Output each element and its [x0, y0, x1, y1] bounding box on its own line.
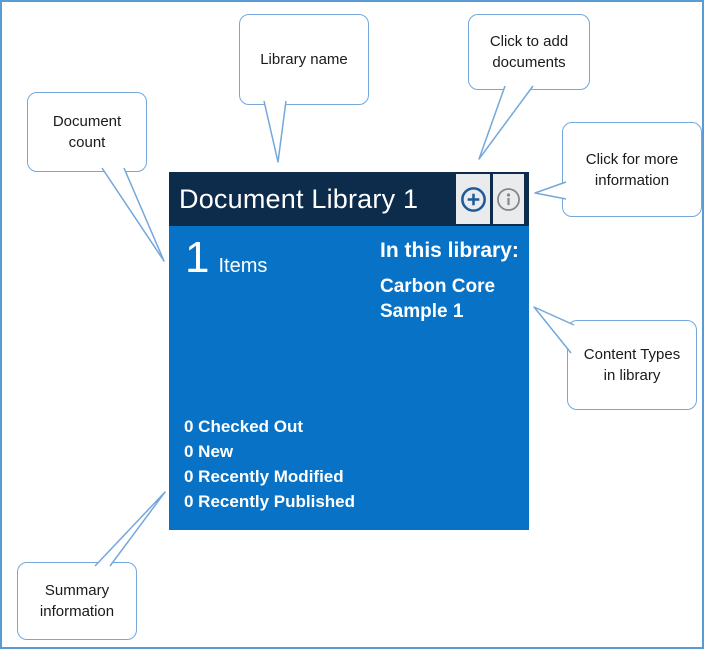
tile-body[interactable]: 1 Items In this library: Carbon Core Sam… [169, 226, 529, 530]
tile-header[interactable]: Document Library 1 [169, 172, 529, 226]
callout-label: Click for more [585, 150, 679, 168]
callout-add-documents: Click to add documents [468, 14, 590, 90]
summary-item: 0 Checked Out [184, 417, 304, 436]
plus-circle-icon [460, 186, 486, 212]
callout-label: Library name [260, 51, 348, 68]
content-type-item: Carbon Core [380, 276, 496, 297]
content-type-item: Sample 1 [380, 301, 464, 322]
in-this-library-section: In this library: Carbon Core Sample 1 [380, 239, 526, 324]
callout-label: count [68, 134, 106, 151]
add-documents-button[interactable] [456, 174, 490, 224]
callout-label: documents [492, 54, 566, 71]
info-circle-icon [497, 187, 520, 211]
summary-item: 0 Recently Published [184, 492, 355, 511]
callout-label: Document [52, 113, 122, 130]
callout-label: Summary [44, 582, 110, 599]
count-label: Items [218, 255, 268, 277]
tile-title: Document Library 1 [179, 184, 419, 214]
more-information-button[interactable] [493, 174, 524, 224]
document-library-tile: Document Library 1 1 Items [169, 172, 529, 530]
callout-label: information [39, 603, 115, 620]
callout-label: Content Types [583, 346, 681, 363]
callout-more-information: Click for more information [562, 122, 702, 217]
summary-item: 0 Recently Modified [184, 467, 344, 486]
callout-summary-information: Summary information [17, 562, 137, 640]
callout-content-types: Content Types in library [567, 320, 697, 410]
pointer-add-documents [478, 85, 534, 160]
callout-document-count: Document count [27, 92, 147, 172]
callout-library-name: Library name [239, 14, 369, 105]
callout-label: in library [603, 367, 661, 384]
callout-label: Click to add [489, 33, 569, 50]
content-types-list: Carbon Core Sample 1 [380, 274, 526, 324]
summary-item: 0 New [184, 442, 234, 461]
document-count: 1 Items [185, 234, 267, 282]
in-library-heading: In this library: [380, 239, 519, 262]
pointer-library-name [263, 100, 287, 163]
pointer-summary-information [94, 491, 166, 567]
callout-label: information [594, 171, 670, 189]
pointer-document-count [101, 167, 165, 262]
count-number: 1 [185, 233, 210, 282]
summary-list: 0 Checked Out 0 New 0 Recently Modified … [184, 414, 355, 514]
